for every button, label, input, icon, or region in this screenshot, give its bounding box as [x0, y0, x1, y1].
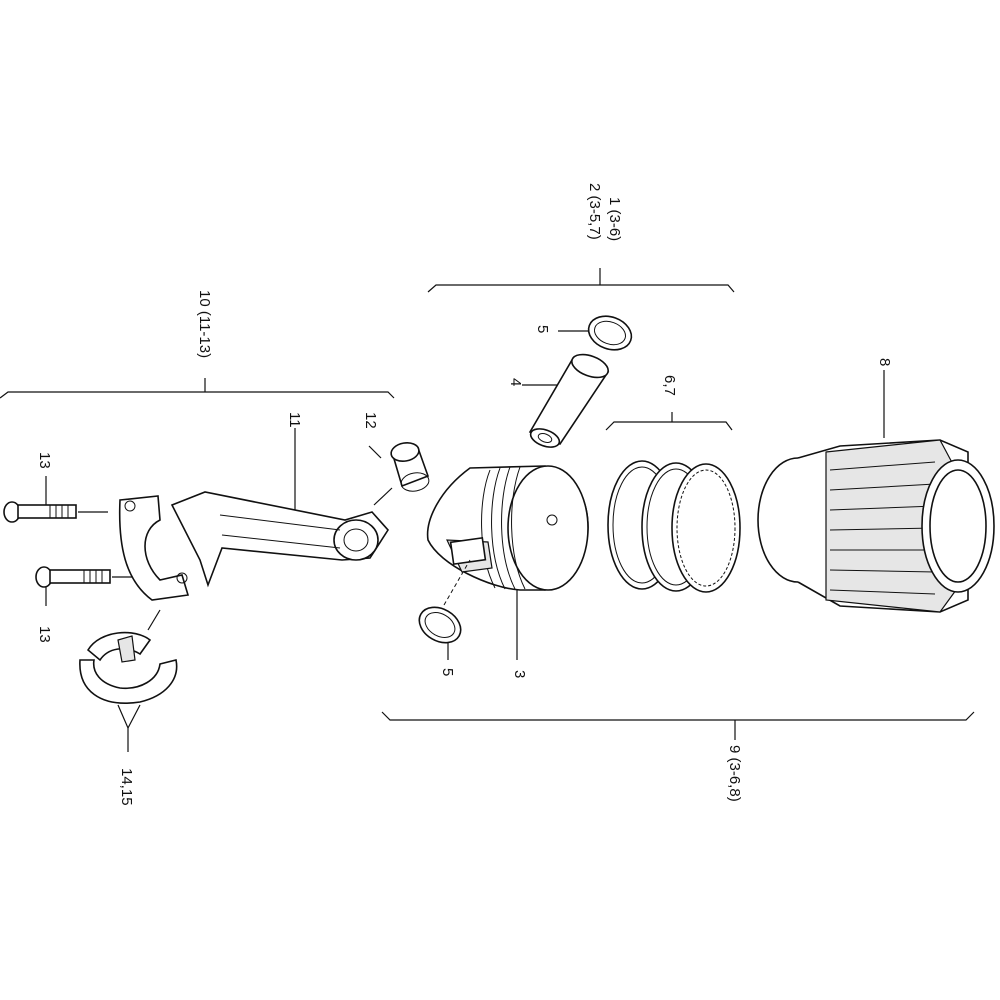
label-10: 10 (11-13) [196, 290, 213, 358]
rod-bolt-top [3, 501, 77, 523]
connecting-rod [170, 491, 390, 588]
bracket-group-10 [0, 378, 395, 399]
label-13-top: 13 [36, 452, 53, 469]
label-1: 1 (3-6) [606, 197, 623, 241]
connecting-rod-cap [118, 495, 190, 601]
label-9: 9 (3-6,8) [726, 745, 743, 802]
bearing-shells [79, 631, 178, 704]
bracket-group-6-7 [605, 412, 733, 431]
small-end-bushing [390, 442, 430, 492]
bracket-group-1-2 [427, 268, 735, 293]
label-5-top: 5 [534, 325, 551, 333]
circlip-bottom [418, 606, 462, 644]
piston [426, 465, 589, 606]
label-8: 8 [876, 358, 893, 366]
circlip-top [587, 315, 633, 351]
label-3: 3 [511, 670, 528, 678]
label-5-bottom: 5 [439, 668, 456, 676]
label-13-bottom: 13 [36, 626, 53, 643]
rod-bolt-bottom [35, 566, 111, 588]
label-2: 2 (3-5,7) [586, 183, 603, 240]
label-4: 4 [507, 378, 524, 386]
label-14-15: 14,15 [118, 768, 135, 806]
callout-labels: 1 (3-6) 2 (3-5,7) 3 4 5 5 6,7 8 9 (3-6,8… [36, 183, 893, 806]
label-11: 11 [286, 412, 303, 428]
label-6-7: 6,7 [661, 375, 678, 396]
piston-pin [528, 353, 610, 448]
label-12: 12 [362, 412, 379, 429]
bracket-group-9 [381, 711, 975, 740]
cylinder-liner [757, 439, 995, 613]
piston-rings [607, 460, 741, 593]
